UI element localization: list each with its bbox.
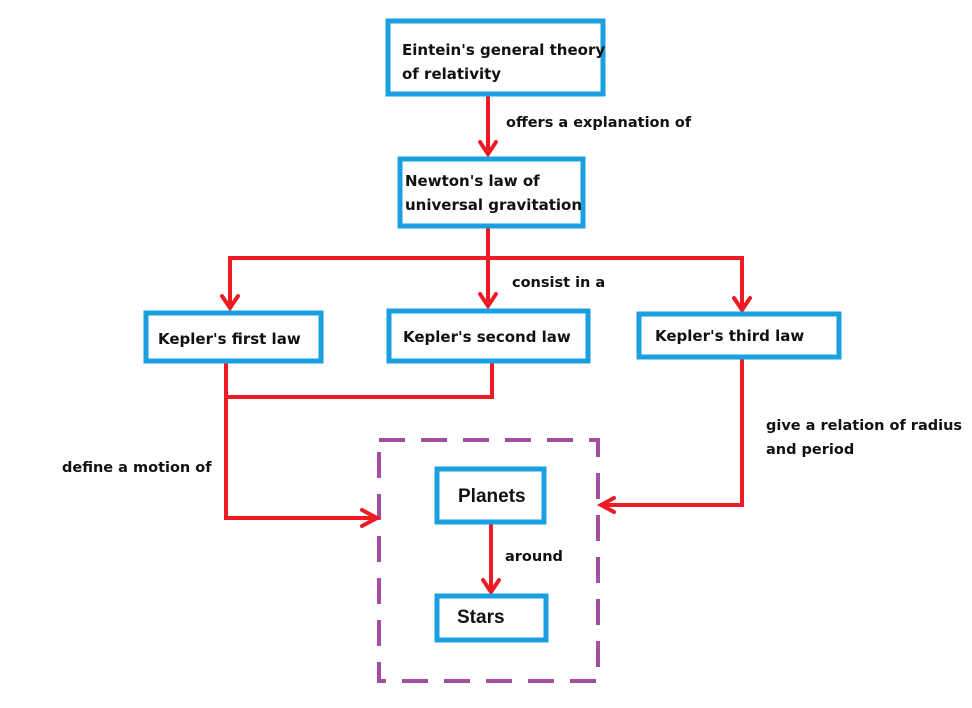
planets-stars-group: [377, 438, 600, 683]
node-stars-label: Stars: [457, 607, 505, 628]
node-kepler3-label: Kepler's third law: [655, 327, 804, 345]
node-planets-label: Planets: [458, 486, 526, 507]
node-newton-line1: Newton's law of: [405, 172, 540, 190]
edge-einstein-newton: [478, 95, 498, 158]
node-kepler2-label: Kepler's second law: [403, 328, 571, 346]
node-kepler2: Kepler's second law: [386, 308, 591, 364]
node-newton: Newton's law of universal gravitation: [397, 156, 586, 229]
label-offers: offers a explanation of: [506, 115, 692, 131]
node-newton-line2: universal gravitation: [405, 196, 582, 214]
label-relation-line1: give a relation of radius: [766, 418, 962, 434]
edge-newton-keplers: [220, 227, 752, 314]
label-around: around: [505, 549, 563, 565]
edge-planets-stars: [481, 522, 501, 596]
edge-kepler12-group: [224, 362, 494, 528]
node-planets: Planets: [434, 466, 547, 525]
node-stars: Stars: [434, 593, 549, 643]
node-einstein-line2: of relativity: [402, 65, 501, 83]
node-kepler1: Kepler's first law: [143, 310, 324, 364]
node-kepler1-label: Kepler's first law: [158, 330, 301, 348]
node-einstein: Eintein's general theory of relativity: [385, 18, 606, 97]
node-kepler3: Kepler's third law: [636, 311, 842, 360]
node-einstein-line1: Eintein's general theory: [402, 41, 605, 59]
label-define: define a motion of: [62, 460, 212, 476]
label-consist: consist in a: [512, 275, 605, 291]
label-relation-line2: and period: [766, 442, 854, 458]
edge-kepler3-group: [596, 357, 744, 514]
